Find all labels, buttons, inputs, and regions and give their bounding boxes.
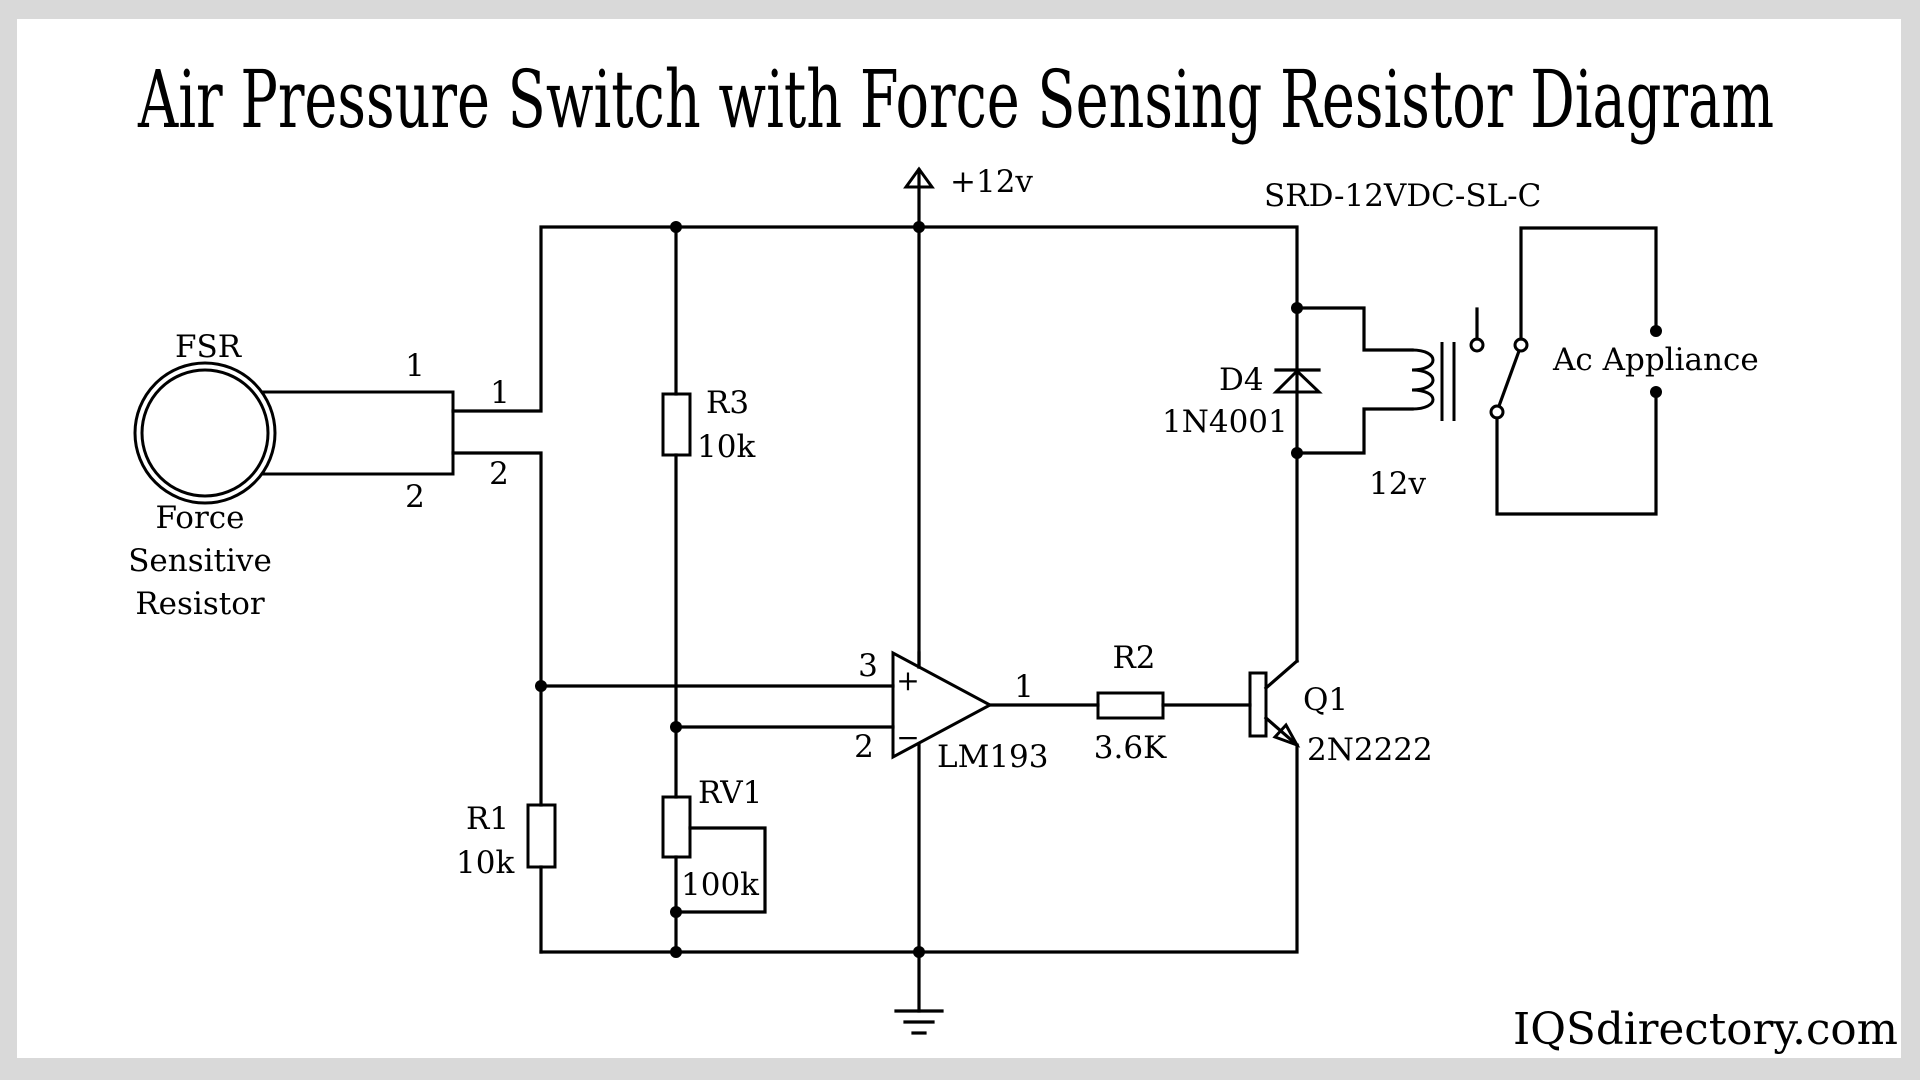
connector-pin1-label: 1 — [490, 375, 510, 411]
resistor-r2: R2 3.6K — [1094, 640, 1167, 766]
junction-dot — [670, 221, 682, 233]
noninv-pin-label: 3 — [858, 648, 878, 684]
potentiometer-rv1: RV1 100k — [661, 775, 762, 903]
resistor-r3-body — [661, 392, 692, 457]
r1-ref-label: R1 — [466, 801, 509, 837]
terminal-dot — [1650, 386, 1662, 398]
junction-dot — [1291, 302, 1303, 314]
comparator-part-label: LM193 — [937, 739, 1049, 775]
brand-watermark: IQSdirectory.com — [1513, 1004, 1898, 1055]
relay-part-label: SRD-12VDC-SL-C — [1264, 178, 1541, 214]
load-bottom-wire — [1495, 390, 1658, 516]
fsr-name-line1: Force — [155, 500, 244, 536]
resistor-r1-body — [526, 803, 557, 869]
supply-arrow-icon — [903, 166, 935, 189]
terminal-dot — [1650, 325, 1662, 337]
d4-ref-label: D4 — [1219, 362, 1264, 398]
transistor-base-bar — [1248, 671, 1268, 738]
fsr-outer-ring — [133, 361, 277, 505]
relay-coil-voltage-label: 12v — [1369, 466, 1426, 502]
r2-value-label: 3.6K — [1094, 730, 1167, 766]
fsr-connector-body — [262, 390, 455, 476]
coil-bottom-wire — [1295, 407, 1414, 455]
resistor-r3: R3 10k — [661, 385, 755, 465]
junction-dot — [913, 946, 925, 958]
ground-symbol — [894, 1009, 944, 1035]
fsr-ref-label: FSR — [175, 329, 243, 365]
comparator-plus-sign: + — [896, 664, 919, 697]
rv1-value-label: 100k — [681, 867, 759, 903]
fsr-pin1-label: 1 — [405, 348, 425, 384]
relay-coil-icon — [1411, 348, 1435, 411]
comparator-lm193: + − 3 2 1 LM193 — [854, 648, 1048, 775]
transistor-q1: Q1 2N2222 — [1248, 658, 1433, 768]
fsr-pin2-label: 2 — [405, 479, 425, 515]
output-pin-label: 1 — [1014, 669, 1034, 705]
fsr-pin2-wire — [451, 451, 543, 807]
junction-dot — [670, 721, 682, 733]
relay-nc-terminal — [1469, 337, 1485, 353]
r2-ref-label: R2 — [1112, 640, 1155, 676]
bottom-rail-wire — [539, 743, 1299, 954]
junctions — [535, 221, 1662, 958]
rv1-wiper-wire — [674, 826, 767, 914]
top-rail-wire — [451, 225, 1299, 663]
diode-triangle — [1272, 368, 1323, 394]
connector-pin2-label: 2 — [489, 456, 509, 492]
wires — [451, 168, 1658, 1013]
q1-ref-label: Q1 — [1303, 682, 1348, 718]
supply-symbol: +12v — [903, 164, 1033, 200]
fsr-sensor: FSR Force Sensitive Resistor 1 2 1 2 — [128, 329, 510, 622]
relay-switch-arm — [1496, 348, 1522, 409]
q1-part-label: 2N2222 — [1307, 732, 1433, 768]
load-label: Ac Appliance — [1552, 342, 1759, 378]
emitter-arrow-icon — [1272, 722, 1301, 748]
inv-pin-label: 2 — [854, 729, 874, 765]
page-title: Air Pressure Switch with Force Sensing R… — [137, 53, 1774, 146]
transistor-collector — [1263, 658, 1300, 691]
junction-dot — [1291, 447, 1303, 459]
r3-value-label: 10k — [697, 429, 755, 465]
junction-dot — [670, 906, 682, 918]
d4-part-label: 1N4001 — [1162, 404, 1288, 440]
junction-dot — [670, 946, 682, 958]
resistor-r1: R1 10k — [456, 801, 557, 881]
fsr-inner-ring — [140, 368, 270, 498]
resistor-r2-body — [1096, 691, 1165, 720]
fsr-name-line3: Resistor — [135, 586, 265, 622]
diode-d4: D4 1N4001 — [1162, 362, 1323, 440]
coil-top-wire — [1295, 306, 1414, 352]
load-top-wire — [1519, 226, 1658, 341]
potentiometer-rv1-body — [661, 795, 692, 859]
r3-ref-label: R3 — [706, 385, 749, 421]
fsr-name-line2: Sensitive — [128, 543, 272, 579]
relay-no-terminal — [1513, 337, 1529, 353]
r1-value-label: 10k — [456, 845, 514, 881]
diagram-panel — [17, 19, 1901, 1058]
relay: SRD-12VDC-SL-C 12v — [1264, 178, 1541, 502]
rv1-ref-label: RV1 — [698, 775, 762, 811]
comparator-minus-sign: − — [896, 721, 919, 754]
relay-common-terminal — [1489, 404, 1505, 420]
comparator-triangle — [891, 650, 994, 760]
supply-label: +12v — [950, 164, 1033, 200]
junction-dot — [913, 221, 925, 233]
junction-dot — [535, 680, 547, 692]
